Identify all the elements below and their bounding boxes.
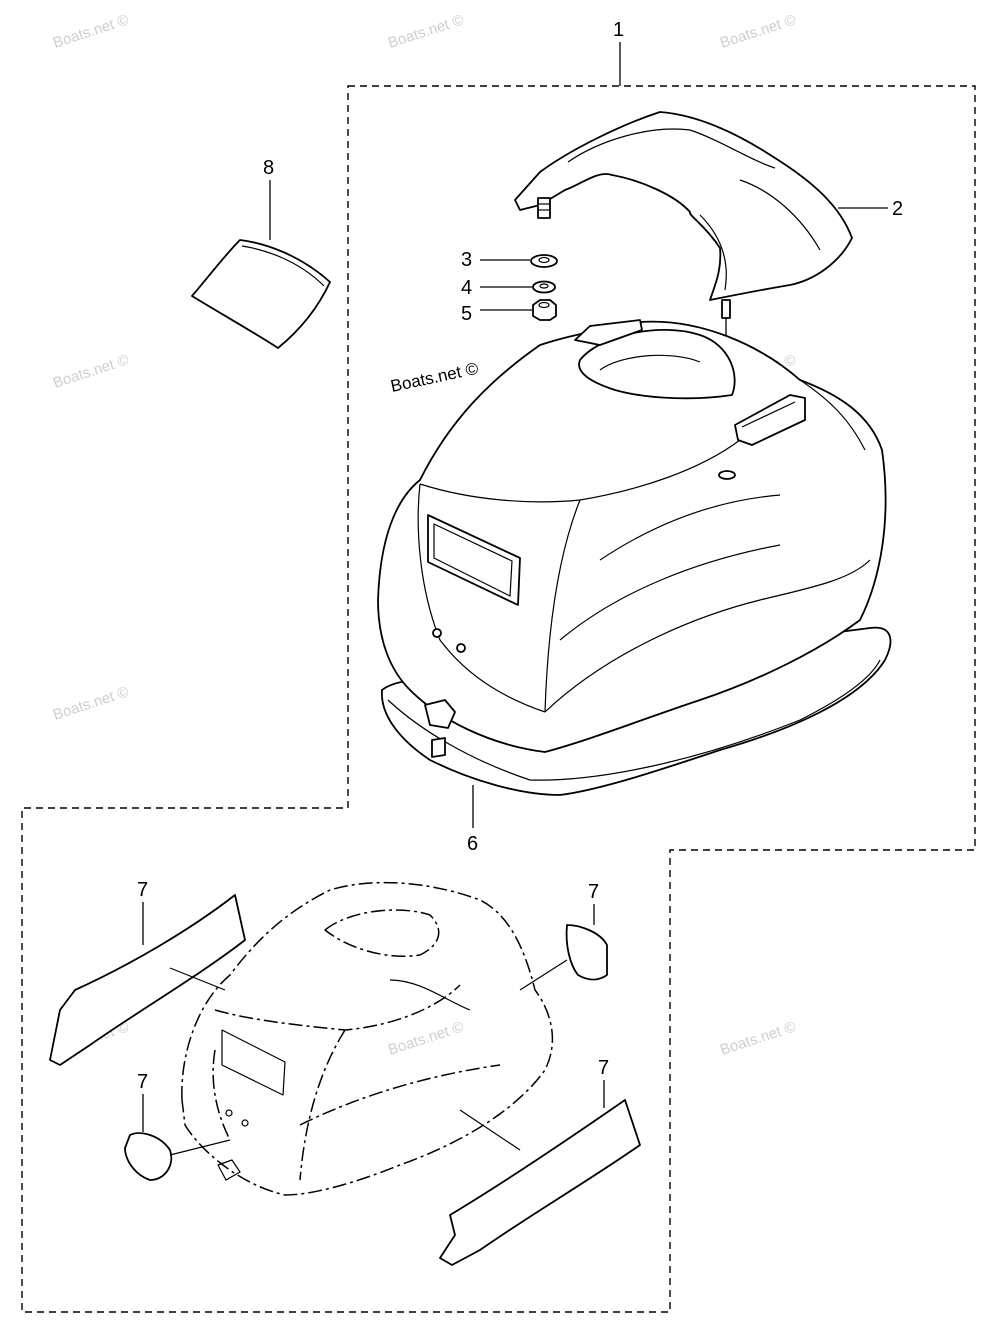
part-7-decal-right — [439, 1099, 641, 1266]
cover-rear-grip — [734, 394, 806, 446]
cover-latch — [424, 699, 456, 729]
cover-top-opening — [578, 329, 736, 400]
seal-joint — [431, 737, 446, 758]
cover-label-window — [427, 514, 521, 606]
part-2-handle — [514, 111, 853, 301]
part-3-washer — [530, 254, 558, 268]
nut-hole — [538, 301, 550, 309]
cover-hole — [432, 628, 442, 638]
cover-front-grip — [574, 319, 643, 346]
watermark: Boats.net © — [386, 11, 466, 51]
cover-pin-hole — [718, 470, 736, 480]
brand-label: Boats.net © — [389, 359, 481, 396]
callout-7: 7 — [137, 1071, 148, 1093]
assembly-boundary — [21, 85, 976, 1313]
callout-8: 8 — [263, 157, 274, 179]
callout-4: 4 — [461, 277, 472, 299]
washer-hole — [538, 256, 550, 264]
phantom-cover — [181, 881, 554, 1196]
engine-cover — [377, 319, 892, 796]
watermark: Boats.net © — [51, 683, 131, 723]
watermark: Boats.net © — [51, 11, 131, 51]
callout-1: 1 — [613, 19, 624, 41]
callout-2: 2 — [892, 198, 903, 220]
callout-7: 7 — [598, 1057, 609, 1079]
callout-6: 6 — [467, 833, 478, 855]
pin — [721, 299, 731, 319]
part-7-decal-left-small — [124, 1132, 231, 1181]
watermark: Boats.net © — [386, 1018, 466, 1058]
part-7-decal-right-small — [519, 924, 608, 991]
callout-5: 5 — [461, 303, 472, 325]
part-7-decal-left — [49, 894, 246, 1066]
stud — [537, 197, 551, 219]
callout-7: 7 — [588, 881, 599, 903]
part-4-washer — [532, 280, 556, 294]
watermark: Boats.net © — [718, 11, 798, 51]
watermark: Boats.net © — [718, 1018, 798, 1058]
callout-3: 3 — [461, 249, 472, 271]
cover-hole — [456, 643, 466, 653]
part-8-pad — [191, 239, 331, 349]
callout-7: 7 — [137, 879, 148, 901]
watermark: Boats.net © — [51, 351, 131, 391]
washer-hole — [539, 283, 549, 289]
